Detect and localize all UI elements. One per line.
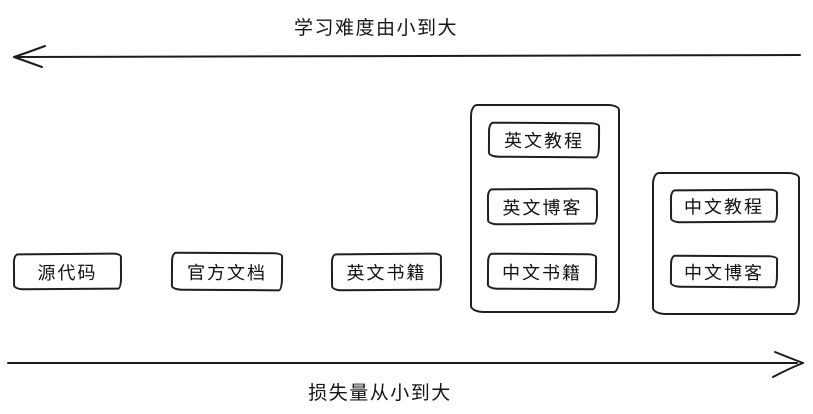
- box-source-code: 源代码: [12, 252, 123, 291]
- box-chinese-blogs: 中文博客: [669, 254, 779, 289]
- box-chinese-tutorials: 中文教程: [669, 188, 779, 224]
- box-chinese-books: 中文书籍: [486, 252, 598, 291]
- box-english-tutorials-label: 英文教程: [503, 130, 585, 152]
- top-axis-label: 学习难度由小到大: [293, 18, 459, 39]
- box-chinese-books-label: 中文书籍: [501, 262, 583, 283]
- box-english-tutorials: 英文教程: [487, 121, 601, 159]
- group-box-english-chinese-mix: 英文教程 英文博客 中文书籍: [470, 104, 620, 313]
- learning-difficulty-arrow-left-icon: [13, 45, 801, 68]
- box-source-code-label: 源代码: [37, 262, 98, 283]
- box-english-books-label: 英文书籍: [346, 262, 427, 284]
- box-official-docs: 官方文档: [170, 251, 284, 292]
- box-chinese-tutorials-label: 中文教程: [683, 196, 765, 218]
- group-box-chinese: 中文教程 中文博客: [652, 172, 800, 315]
- box-english-books: 英文书籍: [330, 252, 443, 292]
- box-official-docs-label: 官方文档: [186, 262, 268, 283]
- box-english-blogs-label: 英文博客: [502, 197, 583, 218]
- box-chinese-blogs-label: 中文博客: [683, 262, 765, 283]
- box-english-blogs: 英文博客: [486, 187, 599, 226]
- loss-amount-arrow-right-icon: [7, 351, 804, 378]
- bottom-axis-label: 损失量从小到大: [308, 383, 452, 404]
